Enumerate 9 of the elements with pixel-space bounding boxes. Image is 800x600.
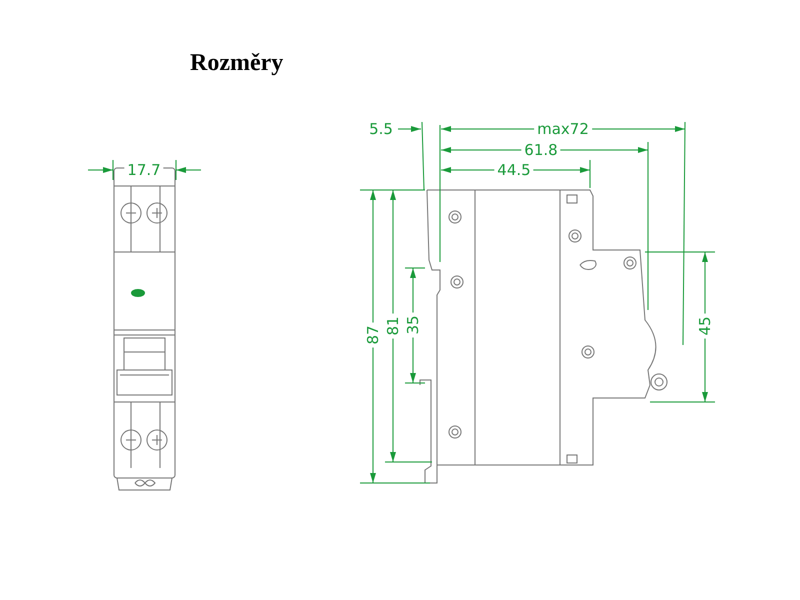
dimension-label: 61.8 (521, 142, 561, 158)
dimension-label: 44.5 (494, 162, 534, 178)
dimension-label: 81 (385, 313, 401, 339)
dimension-label: 87 (365, 322, 381, 348)
dimension-label: 45 (697, 313, 713, 339)
dimension-label: 35 (405, 312, 421, 338)
dimension-label: 17.7 (124, 162, 164, 178)
dimension-label: max72 (534, 121, 592, 137)
title: Rozměry (190, 50, 284, 77)
